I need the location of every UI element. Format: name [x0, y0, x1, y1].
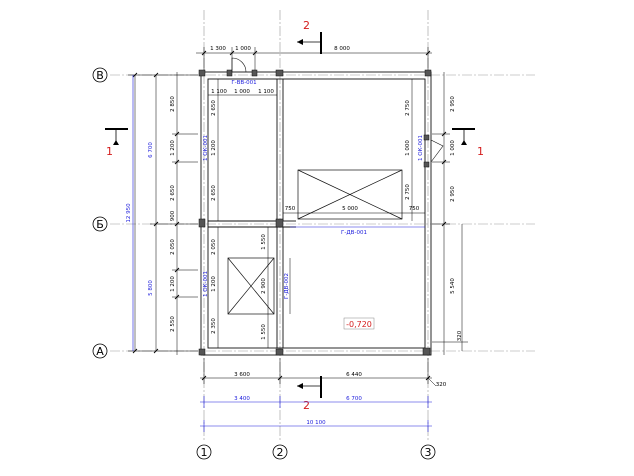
dim-inner-2650b: 2 650	[211, 185, 217, 201]
dim-right-320: 320	[457, 330, 463, 341]
dim-inner-1200a: 1 200	[211, 140, 217, 156]
dim-bottom-3600: 3 600	[234, 372, 250, 378]
dim-left-2550: 2 550	[170, 316, 176, 332]
outer-wall-inside	[207, 78, 426, 349]
dim-left-2850: 2 850	[170, 96, 176, 112]
dim-room-2750a: 2 750	[405, 100, 411, 116]
dimension-ticks	[132, 50, 447, 381]
dim-inner-2350: 2 350	[211, 318, 217, 334]
blue-dimension-lines	[132, 75, 432, 432]
dim-left-1200a: 1 200	[170, 140, 176, 156]
level-mark: -0,720	[346, 320, 372, 329]
dim-room-2750b: 2 750	[405, 184, 411, 200]
note-opening-left-upper: 1 ОК-001	[203, 135, 209, 161]
dim-right-5540: 5 540	[450, 278, 456, 294]
level-mark-frame	[343, 317, 375, 330]
dim-stair-1550b: 1 550	[261, 324, 267, 340]
dim-right-2950b: 2 950	[450, 186, 456, 202]
dim-left-2050: 2 050	[170, 239, 176, 255]
note-opening-partition: Г-ДВ-002	[284, 273, 290, 299]
dim-room-1000: 1 000	[405, 140, 411, 156]
stair-openings	[227, 169, 403, 315]
dim-right-2950a: 2 950	[450, 96, 456, 112]
dim-inner-1200b: 1 200	[211, 276, 217, 292]
dim-stair-1550a: 1 550	[261, 234, 267, 250]
outer-wall-outside	[200, 71, 432, 356]
dim-stair-750a: 750	[285, 206, 296, 212]
section-2-top-label: 2	[303, 19, 310, 32]
dim-bottom-6440: 6 440	[346, 372, 362, 378]
dim-left-upper: 6 700	[148, 142, 154, 158]
axis-label-v: В	[96, 69, 104, 82]
dim-inner-1100a: 1 100	[211, 89, 227, 95]
dim-stair-750b: 750	[409, 206, 420, 212]
wall-nodes	[198, 69, 432, 356]
dim-top-1300: 1 300	[210, 46, 226, 52]
door-swings	[231, 57, 444, 163]
walls	[200, 71, 432, 356]
axis-label-a: А	[96, 345, 104, 358]
section-1-right-label: 1	[477, 145, 484, 158]
dim-left-lower: 5 800	[148, 280, 154, 296]
dim-left-900: 900	[170, 210, 176, 221]
section-1-left-label: 1	[106, 145, 113, 158]
axis-label-3: 3	[425, 446, 432, 459]
dim-stair-5000: 5 000	[342, 206, 358, 212]
dim-inner-1000: 1 000	[234, 89, 250, 95]
dim-left-1200b: 1 200	[170, 276, 176, 292]
dim-left-2650: 2 650	[170, 185, 176, 201]
axis-label-2: 2	[277, 446, 284, 459]
dim-bottom-6700: 6 700	[346, 396, 362, 402]
axis-label-1: 1	[201, 446, 208, 459]
dim-top-8000: 8 000	[334, 46, 350, 52]
axis-bubbles	[92, 67, 436, 460]
axis-label-b: Б	[96, 218, 104, 231]
note-opening-mid: Г-ДВ-001	[341, 230, 367, 236]
dim-inner-2650a: 2 650	[211, 100, 217, 116]
dim-right-1000: 1 000	[450, 140, 456, 156]
dim-bottom-10100: 10 100	[306, 420, 326, 426]
dim-top-1000: 1 000	[235, 46, 251, 52]
note-opening-right: 1 ОК-001	[418, 135, 424, 161]
section-2-bottom-label: 2	[303, 399, 310, 412]
note-opening-left-lower: 1 ОК-001	[203, 271, 209, 297]
section-markers	[105, 32, 475, 398]
dim-bottom-3400: 3 400	[234, 396, 250, 402]
dim-inner-1100b: 1 100	[258, 89, 274, 95]
dim-stair-2900: 2 900	[261, 278, 267, 294]
note-opening-top: Г-ВВ-001	[231, 80, 256, 86]
dim-left-total: 12 950	[126, 203, 132, 223]
dim-bottom-320: 320	[436, 382, 447, 388]
dimension-lines	[128, 47, 468, 387]
dim-inner-2050: 2 050	[211, 239, 217, 255]
